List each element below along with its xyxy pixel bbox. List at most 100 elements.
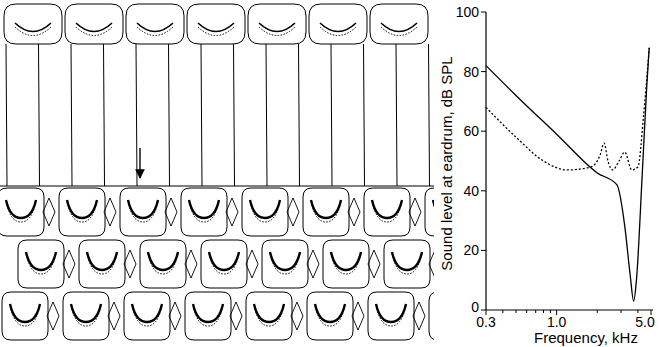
y-tick-label: 20 (463, 243, 479, 257)
y-tick (481, 310, 486, 311)
stereocilia-bundle (27, 257, 55, 274)
pointer-arrow (139, 148, 140, 178)
inner-cell (187, 4, 245, 44)
supporting-cell (409, 198, 421, 226)
y-tick (481, 250, 486, 251)
y-tick-label: 100 (456, 5, 479, 19)
supporting-cell (429, 250, 434, 278)
inner-cell (65, 4, 123, 44)
pillar-line (39, 44, 40, 186)
tuning-curve-chart (481, 12, 653, 315)
stereocilia-bundle (76, 27, 112, 36)
stereocilia-bundle (251, 205, 279, 222)
outer-cell (185, 292, 231, 340)
outer-cell (425, 188, 434, 236)
supporting-cell (230, 302, 242, 330)
outer-cell (120, 188, 166, 236)
y-tick (481, 12, 486, 13)
supporting-cell (368, 250, 380, 278)
x-axis-title: Frequency, kHz (534, 330, 638, 345)
outer-cell (429, 292, 434, 340)
outer-cell (181, 188, 227, 236)
supporting-cell (47, 302, 59, 330)
outer-cell (246, 292, 292, 340)
y-tick (481, 71, 486, 72)
stereocilia-bundle (129, 205, 157, 222)
y-tick-label: 0 (471, 300, 479, 314)
stereocilia-bundle (381, 27, 417, 36)
pillar-line (136, 44, 137, 186)
stereocilia-bundle (149, 257, 177, 274)
outer-cell (18, 240, 64, 288)
supporting-cell (287, 198, 299, 226)
pillar-line (364, 44, 365, 186)
stereocilia-bundle (373, 205, 401, 222)
x-tick (526, 310, 527, 313)
outer-cell (364, 188, 410, 236)
outer-cell (63, 292, 109, 340)
x-tick-label: 5.0 (635, 315, 654, 329)
dotted-curve (486, 48, 649, 170)
outer-cell (201, 240, 247, 288)
supporting-cell (246, 250, 258, 278)
pillar-line (71, 44, 72, 186)
supporting-cell (43, 198, 55, 226)
pillar-line (104, 44, 105, 186)
stereocilia-bundle (377, 309, 405, 326)
stereocilia-bundle (320, 27, 356, 36)
stereocilia-bundle (137, 23, 173, 32)
outer-cell (307, 292, 353, 340)
stereocilia-bundle (393, 257, 421, 274)
outer-cell (323, 240, 369, 288)
y-axis (485, 12, 486, 310)
stereocilia-bundle (76, 23, 112, 32)
y-axis-title: Sound level at eardrum, dB SPL (438, 56, 453, 270)
supporting-cell (169, 302, 181, 330)
stereocilia-bundle (137, 27, 173, 36)
outer-cell (124, 292, 170, 340)
supporting-cell (307, 250, 319, 278)
outer-cell (303, 188, 349, 236)
pillar-line (331, 44, 332, 186)
x-axis (486, 309, 653, 310)
supporting-cell (226, 198, 238, 226)
x-tick (621, 310, 622, 313)
x-tick (543, 310, 544, 313)
stereocilia-bundle (11, 309, 39, 326)
outer-cell (384, 240, 430, 288)
stereocilia-bundle (332, 257, 360, 274)
supporting-cell (291, 302, 303, 330)
x-tick-label: 0.3 (476, 315, 495, 329)
stereocilia-bundle (133, 309, 161, 326)
pillar-line (234, 44, 235, 186)
x-tick (597, 310, 598, 313)
pillar-line (201, 44, 202, 186)
stereocilia-bundle (210, 257, 238, 274)
y-tick-label: 80 (463, 65, 479, 79)
x-tick (515, 310, 516, 313)
x-tick (502, 310, 503, 313)
outer-cell (368, 292, 414, 340)
y-tick-label: 40 (463, 184, 479, 198)
inner-cell (248, 4, 306, 44)
supporting-cell (108, 302, 120, 330)
pillar-line (169, 44, 170, 186)
y-tick-label: 60 (463, 124, 479, 138)
stereocilia-bundle (312, 205, 340, 222)
stereocilia-bundle (259, 27, 295, 36)
supporting-cell (63, 250, 75, 278)
outer-cell (59, 188, 105, 236)
stereocilia-bundle (271, 257, 299, 274)
outer-cell (2, 292, 48, 340)
supporting-cell (124, 250, 136, 278)
x-tick (535, 310, 536, 313)
x-tick-label: 1.0 (547, 315, 566, 329)
stereocilia-bundle (198, 23, 234, 32)
supporting-cell (104, 198, 116, 226)
inner-cell (370, 4, 428, 44)
supporting-cell (413, 302, 425, 330)
y-tick (481, 190, 486, 191)
stereocilia-bundle (316, 309, 344, 326)
